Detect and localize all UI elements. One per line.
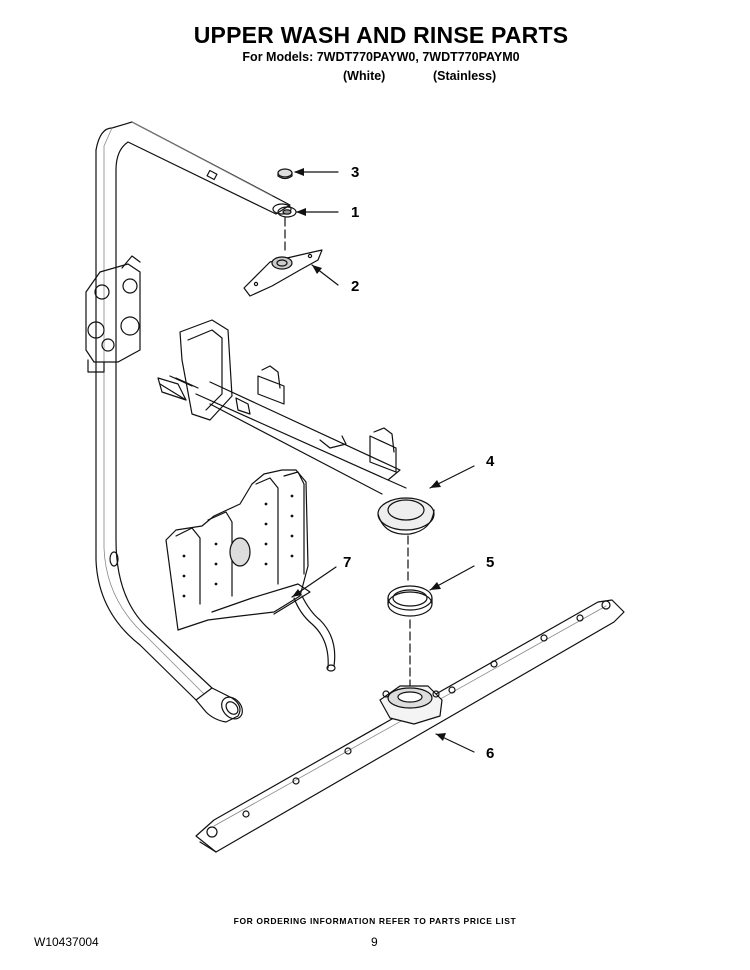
- callout-2: 2: [351, 278, 359, 295]
- leader-arrowheads: [292, 168, 446, 741]
- part-6-spray-arm-lower: [195, 599, 625, 853]
- callout-6: 6: [486, 745, 494, 762]
- supply-tube: [85, 121, 292, 723]
- part-3-cap: [277, 168, 293, 180]
- part-1-nut: [277, 206, 297, 218]
- page-number: 9: [371, 935, 378, 949]
- variant-stainless-label: (Stainless): [433, 69, 497, 83]
- part-5-bearing-ring: [387, 585, 433, 617]
- models-line: For Models: 7WDT770PAYW0, 7WDT770PAYM0: [242, 50, 520, 64]
- callout-3: 3: [351, 164, 359, 181]
- ordering-note: FOR ORDERING INFORMATION REFER TO PARTS …: [233, 916, 517, 926]
- callout-7: 7: [343, 554, 351, 571]
- callout-1: 1: [351, 204, 359, 221]
- part-2-spray-arm-upper: [243, 249, 323, 297]
- callout-5: 5: [486, 554, 494, 571]
- part-7-bottle-wash-manifold: [165, 469, 336, 672]
- variant-white-label: (White): [343, 69, 386, 83]
- callout-4: 4: [486, 453, 495, 470]
- page-title: UPPER WASH AND RINSE PARTS: [193, 22, 569, 48]
- part-4-conduit: [157, 319, 435, 535]
- document-id: W10437004: [34, 935, 99, 949]
